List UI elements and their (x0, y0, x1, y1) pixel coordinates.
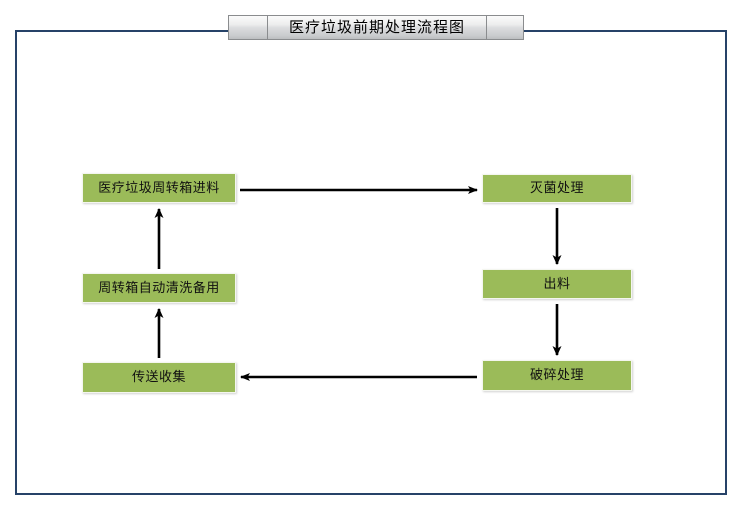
node-feed[interactable]: 医疗垃圾周转箱进料 (82, 173, 236, 203)
node-crush[interactable]: 破碎处理 (482, 360, 632, 391)
diagram-title-bar: 医疗垃圾前期处理流程图 (228, 15, 524, 40)
node-sterilize-label: 灭菌处理 (529, 181, 584, 196)
node-crush-label: 破碎处理 (529, 368, 584, 383)
node-feed-label: 医疗垃圾周转箱进料 (98, 180, 220, 196)
node-convey[interactable]: 传送收集 (82, 362, 236, 393)
node-wash-label: 周转箱自动清洗备用 (98, 280, 220, 296)
diagram-title: 医疗垃圾前期处理流程图 (288, 18, 465, 36)
node-discharge[interactable]: 出料 (482, 269, 632, 299)
title-bar-left-segment (228, 15, 268, 40)
diagram-frame (15, 30, 727, 495)
node-discharge-label: 出料 (543, 276, 571, 292)
title-bar-center-segment: 医疗垃圾前期处理流程图 (268, 15, 487, 40)
title-bar-right-segment (487, 15, 524, 40)
node-wash[interactable]: 周转箱自动清洗备用 (82, 273, 236, 303)
node-convey-label: 传送收集 (131, 370, 186, 385)
node-sterilize[interactable]: 灭菌处理 (482, 174, 632, 203)
